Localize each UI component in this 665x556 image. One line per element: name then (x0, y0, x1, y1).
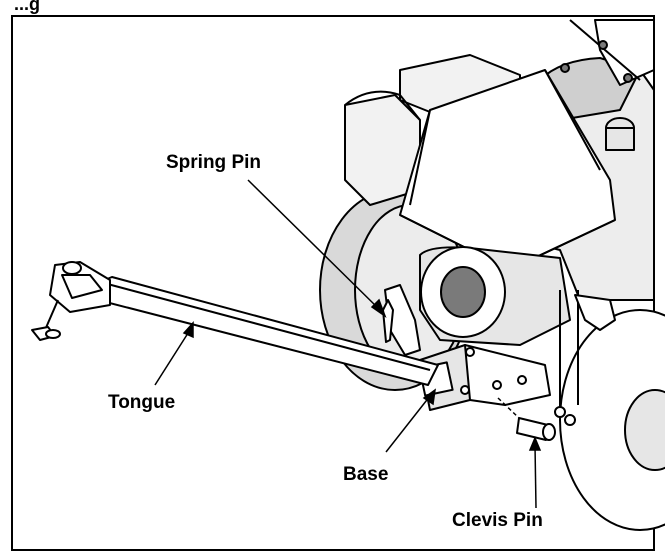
base-hole-3 (461, 386, 469, 394)
hitch-washer (46, 330, 60, 338)
label-clevis-pin: Clevis Pin (452, 510, 543, 532)
bolt-1 (599, 41, 607, 49)
base-hole-2 (518, 376, 526, 384)
pulley-inner (441, 267, 485, 317)
base-hole-4 (493, 381, 501, 389)
rod-bolt-2 (565, 415, 575, 425)
label-spring-pin: Spring Pin (166, 152, 261, 174)
leader-clevis-pin (535, 445, 536, 508)
rod-bolt-1 (555, 407, 565, 417)
bolt-2 (624, 74, 632, 82)
caption-fragment: ...g (14, 0, 40, 15)
hitch-ring (63, 262, 81, 274)
label-tongue: Tongue (108, 392, 175, 414)
base-hole-1 (466, 348, 474, 356)
oil-cap-stem (606, 128, 634, 150)
bolt-3 (561, 64, 569, 72)
label-base: Base (343, 464, 388, 486)
clevis-pin-head (543, 424, 555, 440)
